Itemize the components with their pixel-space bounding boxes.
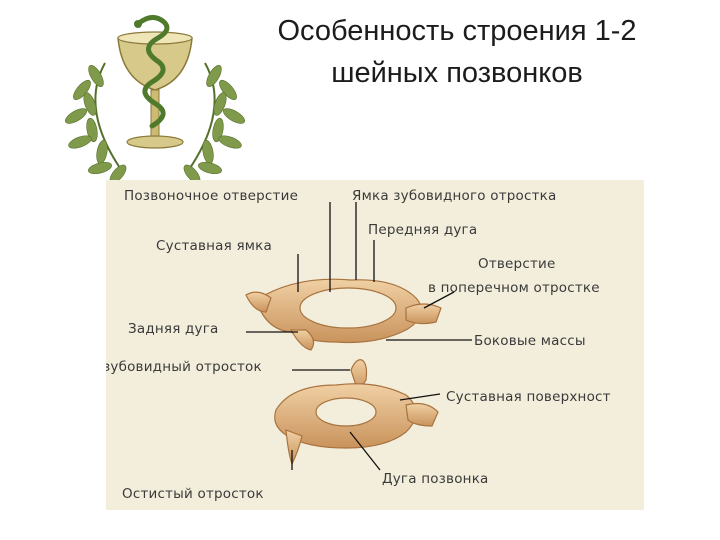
label-transverse-foramen-line1: Отверстие [478, 256, 556, 272]
label-vertebral-arch: Дуга позвонка [382, 471, 489, 487]
label-dens: зубовидный отросток [106, 359, 262, 375]
vertebrae-figure: Позвоночное отверстие Ямка зубовидного о… [106, 180, 644, 510]
slide-title: Особенность строения 1-2 шейных позвонко… [222, 10, 692, 94]
label-articular-surface: Суставная поверхност [446, 389, 611, 405]
label-posterior-arch: Задняя дуга [128, 321, 219, 337]
label-lateral-masses: Боковые массы [474, 333, 586, 349]
label-vertebral-foramen: Позвоночное отверстие [124, 188, 298, 204]
label-spinous-process: Остистый отросток [122, 486, 264, 502]
bowl-icon [118, 32, 192, 148]
slide-title-line1: Особенность строения 1-2 [222, 10, 692, 52]
axis-vertebra [275, 360, 438, 464]
label-dens-fovea: Ямка зубовидного отростка [352, 188, 557, 204]
slide-title-line2: шейных позвонков [222, 52, 692, 94]
label-anterior-arch: Передняя дуга [368, 222, 477, 238]
label-transverse-foramen-line2: в поперечном отростке [428, 280, 600, 296]
label-articular-fossa: Суставная ямка [156, 238, 272, 254]
